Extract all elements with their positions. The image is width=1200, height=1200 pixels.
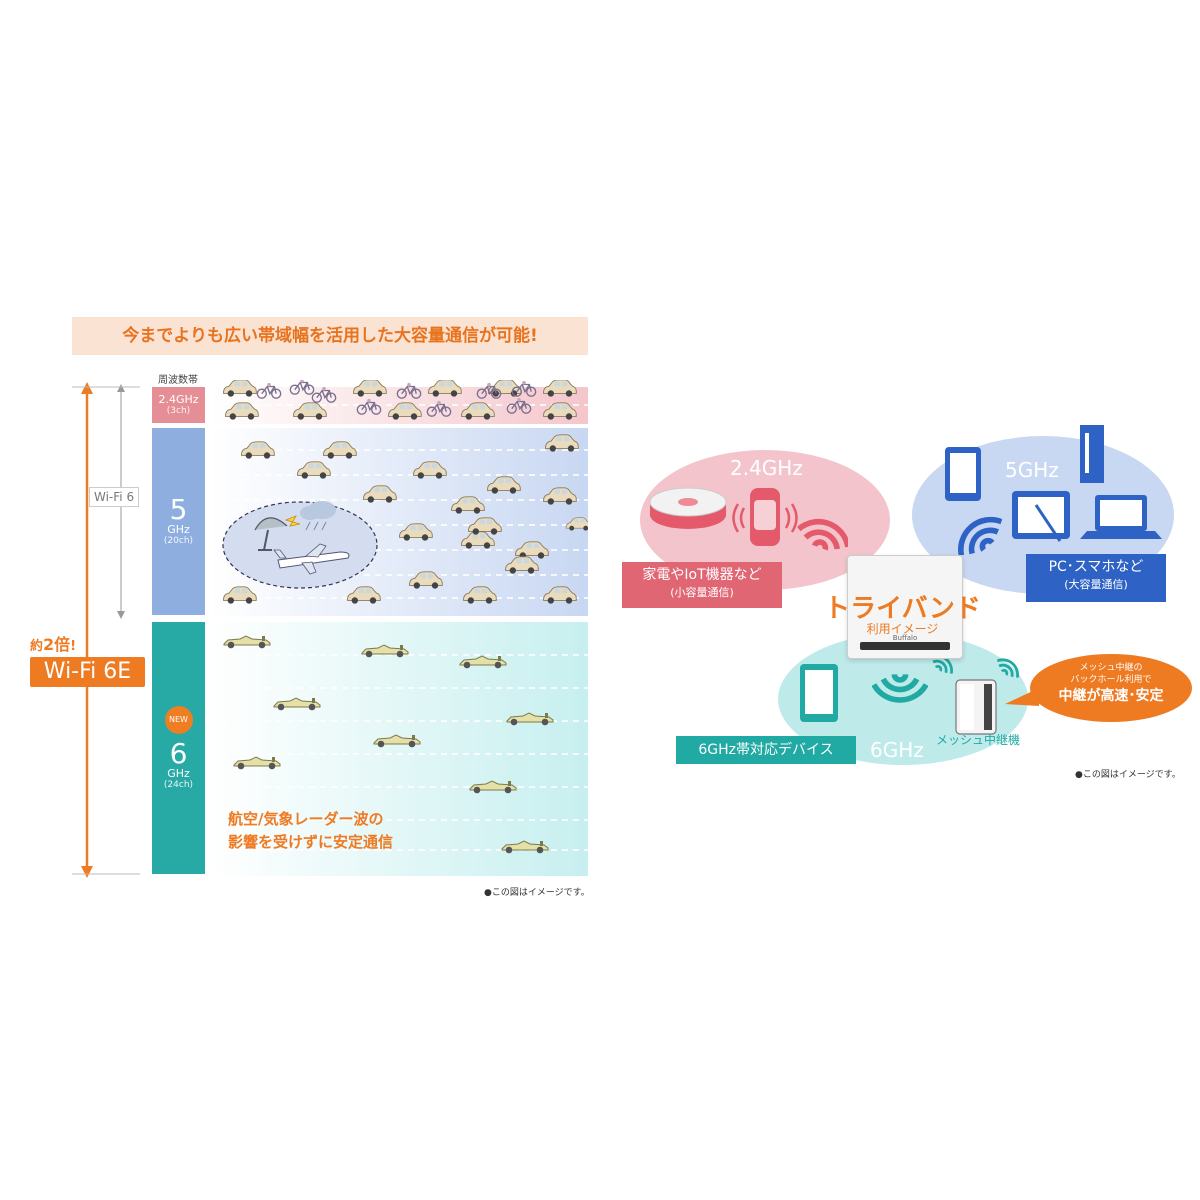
airplane-icon <box>273 543 350 575</box>
new-badge: NEW <box>164 705 193 734</box>
smart-speaker-icon <box>732 488 798 546</box>
right-image-note: ●この図はイメージです。 <box>1075 770 1181 780</box>
tablet-icon <box>1012 491 1070 542</box>
headline-banner: 今までよりも広い帯域幅を活用した大容量通信が可能! <box>72 317 588 355</box>
triband-title: トライバンド <box>824 594 981 624</box>
twice-capacity-label: 約2倍! <box>30 635 77 654</box>
range-arrows <box>72 382 140 878</box>
triband-subtitle: 利用イメージ <box>866 622 939 636</box>
radar-icon <box>254 517 288 551</box>
robot-cleaner-icon <box>649 487 727 529</box>
devices-2-4ghz <box>649 487 848 560</box>
left-image-note: ●この図はイメージです。 <box>484 888 590 898</box>
callout-6ghz: 航空/気象レーダー波の 影響を受けずに安定通信 <box>228 810 394 851</box>
label-6ghz-devices: 6GHz帯対応デバイス <box>676 736 856 764</box>
wifi-waves-icon <box>795 515 848 557</box>
band-5ghz-label: 5 GHz (20ch) <box>152 428 205 615</box>
freq-6ghz: 6GHz <box>870 738 924 762</box>
band-6ghz-label: NEW 6 GHz (24ch) <box>152 622 205 874</box>
mesh-repeater-icon <box>955 679 997 735</box>
freq-5ghz: 5GHz <box>1005 458 1059 482</box>
band-2-4ghz-label: 2.4GHz (3ch) <box>152 387 205 423</box>
laptop-icon <box>1080 495 1162 539</box>
wifi6-label: Wi-Fi 6 <box>89 487 140 507</box>
mesh-callout: メッシュ中継の バックホール利用で 中継が高速･安定 <box>1030 654 1192 722</box>
label-pc-smartphone: PC･スマホなど (大容量通信) <box>1026 554 1166 602</box>
tower-pc-icon <box>1080 425 1104 483</box>
mesh-repeater-label: メッシュ中継機 <box>936 733 1021 747</box>
cloud-icon <box>284 501 336 531</box>
freq-2-4ghz: 2.4GHz <box>730 456 803 480</box>
label-home-appliances: 家電やIoT機器など (小容量通信) <box>622 562 782 608</box>
frequency-band-header: 周波数帯 <box>158 375 198 386</box>
smartphone-icon <box>800 664 838 722</box>
router-icon: Buffalo <box>847 555 963 659</box>
wifi6e-label: Wi-Fi 6E <box>30 657 145 687</box>
smartphone-icon <box>945 447 981 501</box>
wifi-waves-icon <box>951 510 1008 555</box>
traffic-lanes <box>210 380 588 876</box>
devices-5ghz <box>945 425 1162 555</box>
devices-6ghz <box>800 650 1024 735</box>
